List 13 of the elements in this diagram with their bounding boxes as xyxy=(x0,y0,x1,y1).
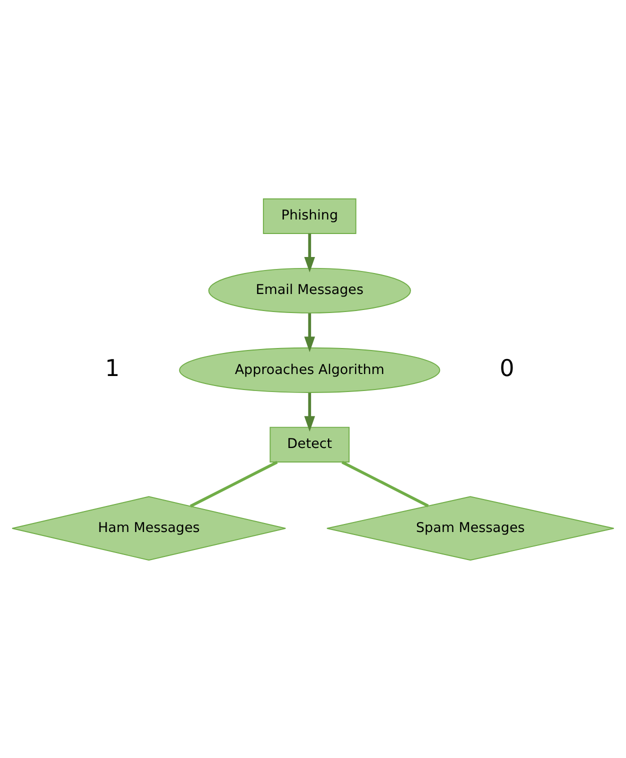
arrow xyxy=(304,233,316,272)
node-ellipse: Approaches Algorithm xyxy=(179,346,440,392)
node-box: Detect xyxy=(270,426,350,462)
label: 1 xyxy=(104,356,120,382)
node-ellipse: Email Messages xyxy=(208,267,411,313)
node-diamond: Ham Messages xyxy=(12,496,286,560)
arrow xyxy=(304,392,316,432)
connector xyxy=(190,460,278,507)
arrow xyxy=(304,312,316,352)
connector xyxy=(342,460,429,507)
node-box: Phishing xyxy=(262,198,356,234)
label: 0 xyxy=(500,356,514,382)
node-diamond: Spam Messages xyxy=(326,496,614,560)
